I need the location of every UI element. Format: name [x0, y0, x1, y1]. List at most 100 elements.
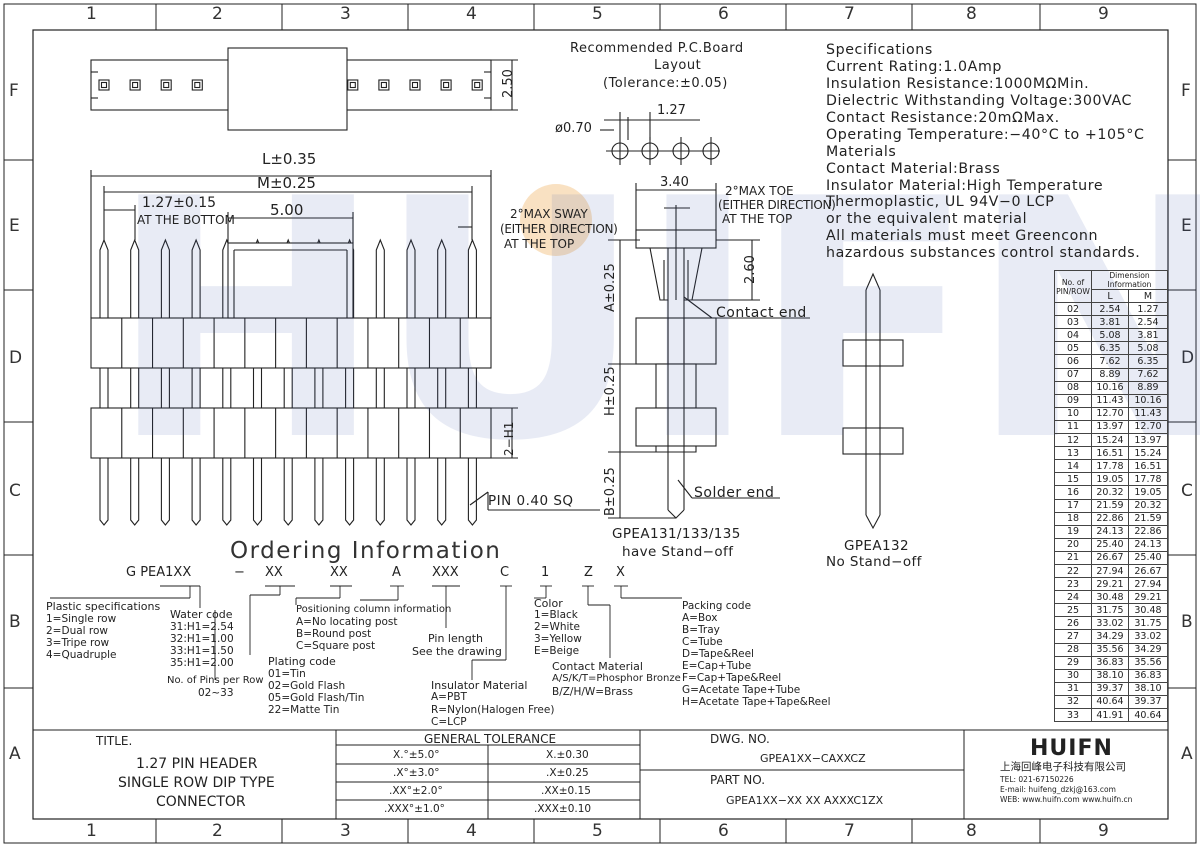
dim-top-height: 2.50 — [501, 69, 516, 98]
table-cell-M: 26.67 — [1128, 563, 1168, 579]
toe-note-2: (EITHER DIRECTION) — [718, 198, 836, 212]
table-cell-M: 12.70 — [1128, 419, 1168, 435]
table-cell-M: 7.62 — [1128, 367, 1168, 382]
ord-line: 32:H1=1.00 — [170, 633, 234, 645]
pad-pin — [349, 81, 356, 89]
grid-col: 3 — [340, 821, 351, 841]
table-head-dims: Dimension Information — [1091, 270, 1168, 290]
company-tel: TEL: 021-67150226 — [1000, 775, 1074, 784]
table-cell-L: 5.08 — [1091, 328, 1129, 343]
table-cell-pins: 17 — [1054, 498, 1092, 513]
grid-col: 5 — [592, 4, 603, 24]
grid-col: 1 — [86, 821, 97, 841]
side-view-no-standoff — [842, 272, 904, 530]
table-cell-M: 34.29 — [1128, 642, 1168, 657]
ord-line: A=No locating post — [296, 616, 398, 628]
dim-H: H±0.25 — [603, 366, 618, 416]
grid-row: C — [9, 481, 21, 501]
sway-note-3: AT THE TOP — [504, 237, 575, 251]
pad-outline — [160, 79, 172, 91]
table-cell-pins: 24 — [1054, 590, 1092, 605]
table-cell-pins: 20 — [1054, 537, 1092, 552]
pad-outline — [347, 79, 359, 91]
tol-cell: .XX°±2.0° — [389, 785, 443, 797]
table-cell-M: 24.13 — [1128, 537, 1168, 552]
title-line: CONNECTOR — [156, 794, 246, 810]
ord-line: Water code — [170, 608, 233, 621]
grid-col: 8 — [966, 4, 977, 24]
spec-line: Materials — [826, 144, 897, 160]
table-head-L: L — [1091, 288, 1129, 304]
table-cell-pins: 21 — [1054, 550, 1092, 565]
table-cell-pins: 07 — [1054, 367, 1092, 382]
ord-line: 2=White — [534, 621, 581, 633]
grid-col: 5 — [592, 821, 603, 841]
table-cell-L: 10.16 — [1091, 380, 1129, 395]
table-cell-pins: 19 — [1054, 524, 1092, 539]
ord-line: 2=Dual row — [46, 625, 109, 637]
table-cell-M: 11.43 — [1128, 406, 1168, 421]
table-cell-pins: 14 — [1054, 459, 1092, 474]
table-cell-pins: 22 — [1054, 563, 1092, 579]
grid-col: 2 — [212, 4, 223, 24]
table-cell-L: 17.78 — [1091, 459, 1129, 474]
code-segment: XX — [330, 565, 348, 580]
pcb-pitch-dim: 1.27 — [657, 103, 686, 118]
pad-pin — [163, 81, 170, 89]
spec-line: hazardous substances control standards. — [826, 245, 1141, 261]
highlight-mark — [520, 184, 592, 256]
grid-col: 6 — [718, 4, 729, 24]
pad-outline — [191, 79, 203, 91]
pad-pin — [474, 81, 481, 89]
ord-line: No. of Pins per Row — [167, 675, 264, 686]
header-pin — [406, 238, 416, 526]
ord-line: 31:H1=2.54 — [170, 621, 234, 633]
spec-line: Contact Material:Brass — [826, 161, 1001, 177]
ord-line: B/Z/H/W=Brass — [552, 686, 633, 698]
code-segment: A — [392, 565, 401, 580]
table-cell-pins: 30 — [1054, 668, 1092, 683]
table-cell-L: 41.91 — [1091, 707, 1129, 723]
solder-end-label: Solder end — [694, 485, 775, 501]
table-cell-M: 15.24 — [1128, 446, 1168, 461]
grid-col: 8 — [966, 821, 977, 841]
sway-note-1: 2°MAX SWAY — [510, 207, 588, 221]
spec-line: Operating Temperature:−40°C to +105°C — [826, 127, 1145, 143]
grid-row: D — [9, 348, 23, 368]
table-cell-M: 20.32 — [1128, 498, 1168, 513]
table-cell-pins: 25 — [1054, 603, 1092, 618]
table-cell-L: 26.67 — [1091, 550, 1129, 565]
table-cell-L: 13.97 — [1091, 419, 1129, 435]
tol-cell: .X±0.25 — [546, 767, 589, 779]
spec-line: Insulation Resistance:1000MΩMin. — [826, 76, 1090, 92]
pad-outline — [98, 79, 110, 91]
contact-end-label: Contact end — [716, 305, 807, 321]
company-email: E-mail: huifeng_dzkj@163.com — [1000, 785, 1116, 794]
ord-line: R=Nylon(Halogen Free) — [431, 704, 555, 716]
table-cell-M: 3.81 — [1128, 328, 1168, 343]
table-cell-pins: 05 — [1054, 341, 1092, 356]
ord-line: See the drawing — [412, 645, 502, 658]
ord-line: Packing code — [682, 600, 752, 612]
caption-standoff-2: have Stand−off — [622, 544, 734, 560]
ord-line: G=Acetate Tape+Tube — [682, 684, 801, 696]
table-cell-L: 2.54 — [1091, 302, 1129, 317]
table-cell-L: 31.75 — [1091, 603, 1129, 618]
table-cell-M: 22.86 — [1128, 524, 1168, 539]
grid-row: C — [1181, 481, 1193, 501]
grid-row: D — [1181, 348, 1195, 368]
sheet-border — [3, 3, 1197, 844]
pad-pin — [380, 81, 387, 89]
side-view-standoff — [608, 183, 810, 519]
pin-size-note: PIN 0.40 SQ — [488, 493, 574, 509]
